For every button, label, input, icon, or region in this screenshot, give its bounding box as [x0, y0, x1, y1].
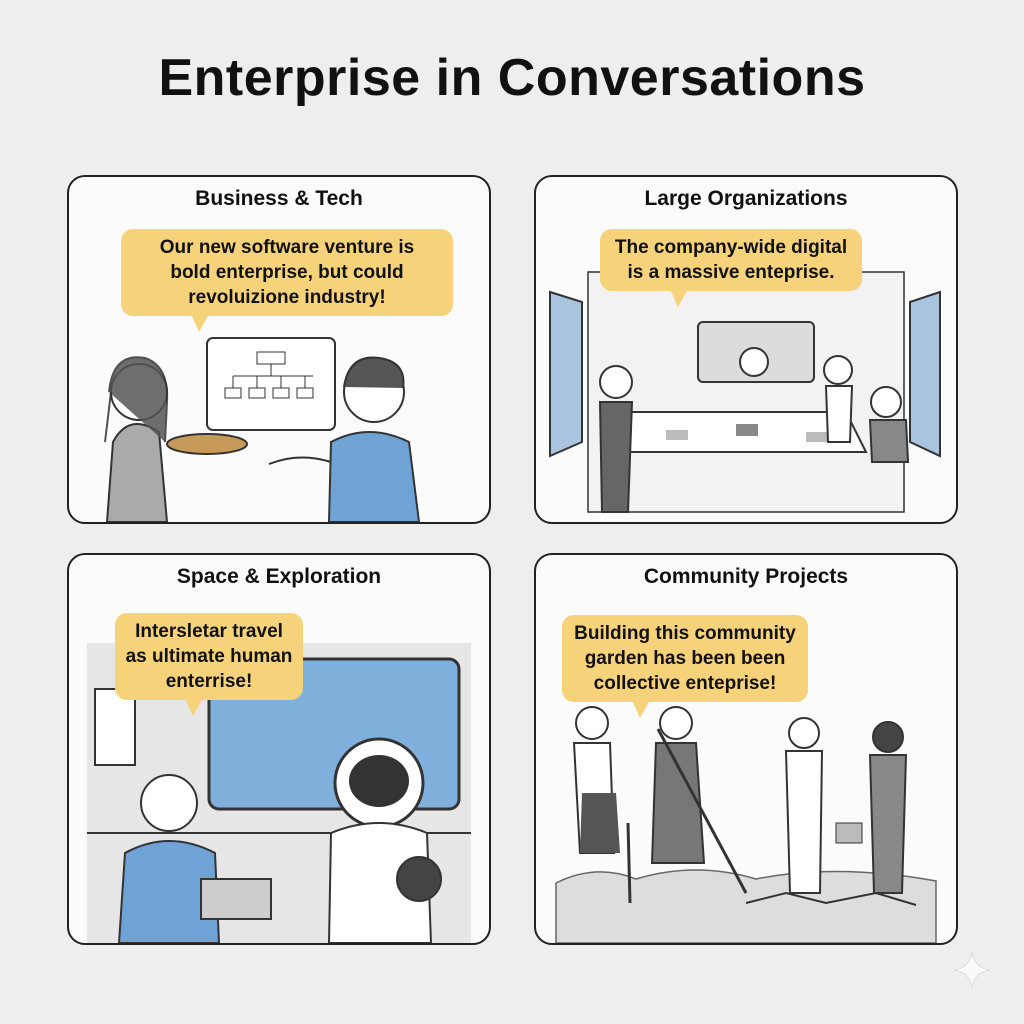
- speech-bubble: The company-wide digital is a massive en…: [600, 229, 862, 307]
- bubble-line: as ultimate human: [125, 646, 293, 667]
- org-chart-board-icon: [206, 337, 336, 431]
- window-icon: [549, 290, 583, 458]
- bubble-line: Our new software venture is: [159, 237, 415, 258]
- bubble-line: revoluizione industry!: [188, 287, 386, 308]
- bubble-line: Building this community: [574, 623, 796, 644]
- panel-space-exploration: Space & Exploration Intersletar travel a…: [67, 553, 491, 945]
- person-icon: [823, 355, 853, 385]
- person-icon: [140, 774, 198, 832]
- bubble-line: Intersletar travel: [135, 621, 283, 642]
- speech-bubble: Building this community garden has been …: [562, 615, 808, 718]
- panel-heading: Community Projects: [643, 565, 849, 588]
- panel-community-projects: Community Projects Building this communi…: [534, 553, 958, 945]
- bubble-line: enterrise!: [165, 671, 253, 692]
- panel-heading: Business & Tech: [195, 187, 363, 210]
- bubble-line: is a massive enteprise.: [627, 262, 835, 283]
- controller-device-icon: [200, 878, 272, 920]
- astronaut-suit-icon: [327, 822, 433, 943]
- pizza-icon: [166, 433, 248, 455]
- person-icon: [739, 347, 769, 377]
- bubble-line: garden has been been: [584, 648, 786, 669]
- man-figure-icon: [327, 431, 421, 522]
- business-scene-illustration: [104, 337, 421, 522]
- person-icon: [788, 717, 820, 749]
- panel-business-tech: Business & Tech Our new software venture…: [67, 175, 491, 524]
- meeting-room-illustration: [549, 271, 941, 513]
- speech-bubble: Our new software venture is bold enterpr…: [121, 229, 453, 332]
- person-icon: [575, 706, 609, 740]
- person-icon: [599, 365, 633, 399]
- window-icon: [909, 290, 941, 458]
- bubble-line: bold enterprise, but could: [170, 262, 404, 283]
- person-icon: [870, 386, 902, 418]
- sparkle-icon: [954, 952, 990, 988]
- person-icon: [872, 721, 904, 753]
- helmet-icon: [396, 856, 442, 902]
- speech-bubble: Intersletar travel as ultimate human ent…: [115, 613, 303, 716]
- rake-icon: [656, 728, 748, 894]
- watering-can-icon: [835, 822, 863, 844]
- shovel-icon: [626, 822, 632, 904]
- bubble-line: collective enteprise!: [593, 673, 777, 694]
- control-panel-icon: [94, 688, 136, 766]
- page-title: Enterprise in Conversations: [158, 49, 866, 107]
- bubble-line: The company-wide digital: [614, 237, 848, 258]
- woman-figure-icon: [105, 423, 169, 522]
- panel-large-organizations: Large Organizations The company-wide dig…: [534, 175, 958, 524]
- panel-heading: Large Organizations: [644, 187, 848, 210]
- garden-illustration: [555, 706, 937, 943]
- panel-heading: Space & Exploration: [176, 565, 382, 588]
- person-icon: [659, 706, 693, 740]
